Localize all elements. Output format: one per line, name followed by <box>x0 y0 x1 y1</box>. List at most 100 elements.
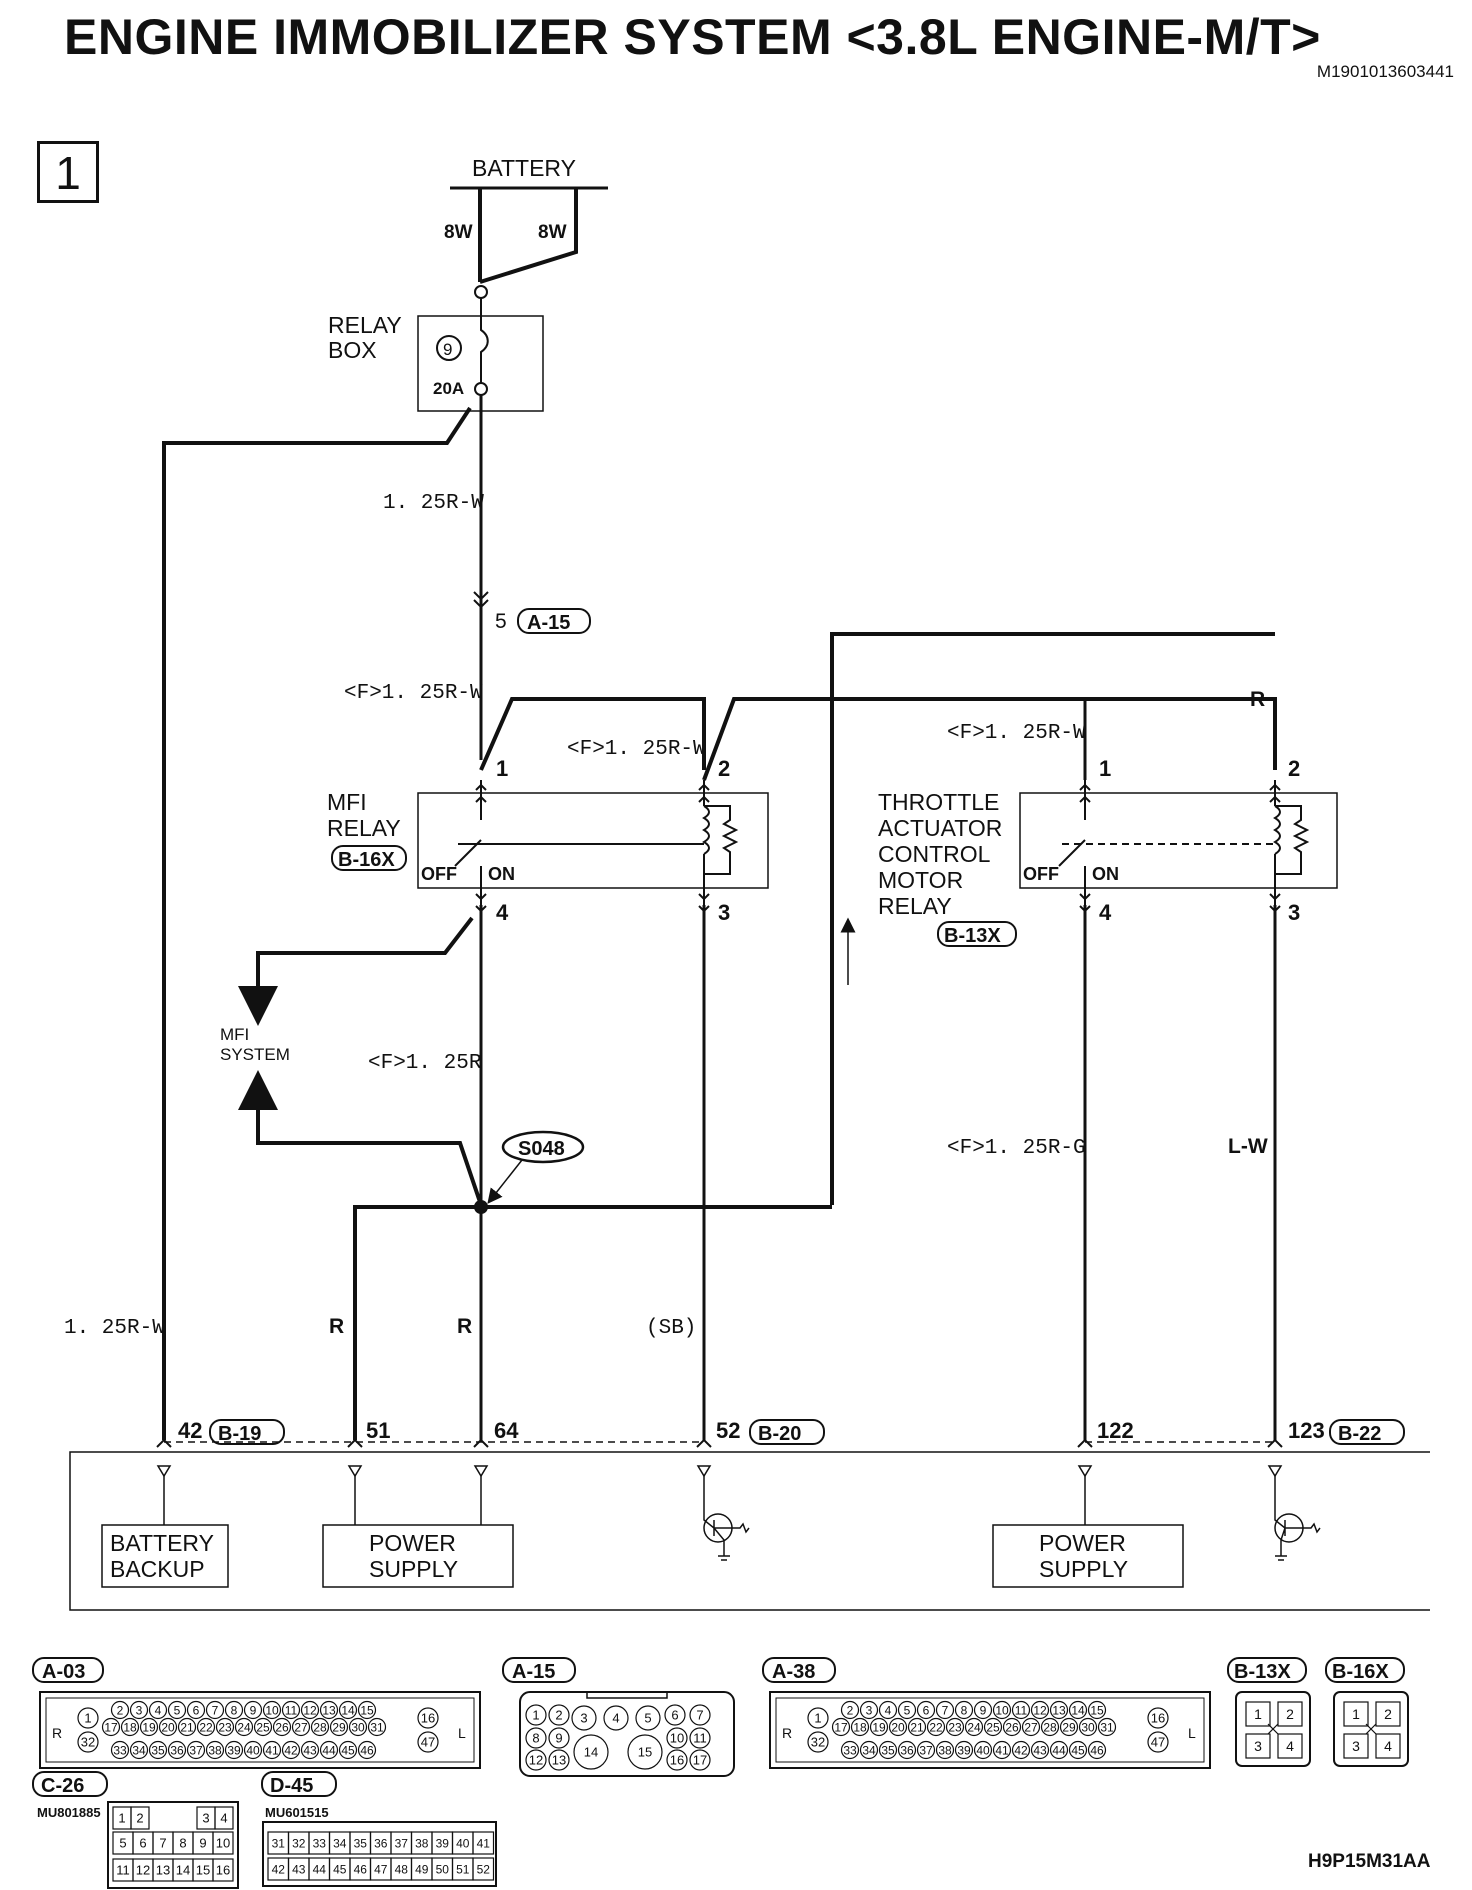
ecu-pin-hole <box>807 1731 829 1753</box>
ecu-pin-hole <box>291 1717 311 1737</box>
c26-pin-cell <box>212 1858 234 1882</box>
a15-pin-hole <box>664 1704 686 1726</box>
d45-pin-label: 37 <box>395 1836 409 1850</box>
relay-pin-label: 1 <box>1352 1706 1360 1722</box>
ecu-pin-label: 19 <box>872 1720 886 1734</box>
relay-box-label-2: BOX <box>328 337 377 363</box>
wire-tac-pin1-label: <F>1. 25R-W <box>947 722 1086 745</box>
ecu-block-battery-backup <box>101 1524 229 1588</box>
ecu-pin-label: 9 <box>250 1703 257 1717</box>
ecu-connector-b19-tag <box>209 1419 285 1445</box>
ecu-pin-hole <box>196 1717 216 1737</box>
ecu-pin-label: 47 <box>421 1735 435 1750</box>
ecu-pin-hole <box>177 1717 197 1737</box>
ecu-internal-leads <box>163 1476 1276 1525</box>
ecu-pin-label: 40 <box>246 1743 260 1757</box>
c26-pin-label: 6 <box>139 1836 146 1851</box>
ecu-pin-label: 9 <box>980 1703 987 1717</box>
ecu-pin-label: 42 <box>1014 1743 1028 1757</box>
a15-pin-label: 9 <box>555 1731 562 1746</box>
ecu-pin-hole <box>888 1717 908 1737</box>
ecu-pin-label: 8 <box>231 1703 238 1717</box>
wire-tac-out-label: <F>1. 25R-G <box>947 1137 1086 1160</box>
relay-key-mark <box>1365 1723 1377 1735</box>
ecu-pin-hole <box>224 1700 244 1720</box>
ecu-block-battery-backup-1: BATTERY <box>110 1530 214 1556</box>
ecu-pin-label: 27 <box>294 1720 308 1734</box>
splice-s048-pointer <box>487 1159 523 1204</box>
connector-view-c26-part: MU801885 <box>37 1805 101 1820</box>
ecu-pin-hole <box>859 1740 879 1760</box>
ecu-pin-label: 6 <box>193 1703 200 1717</box>
ecu-pin-hole <box>1011 1700 1031 1720</box>
ecu-pin-hole <box>1021 1717 1041 1737</box>
a15-pin-label: 7 <box>696 1708 703 1723</box>
ecu-pin-hole <box>1087 1700 1107 1720</box>
ecu-pin-hole <box>1011 1740 1031 1760</box>
ecu-pin-hole <box>129 1700 149 1720</box>
relay-pin-label: 2 <box>1384 1706 1392 1722</box>
a15-pin-hole <box>573 1734 609 1770</box>
ecu-pin-label: 10 <box>995 1703 1009 1717</box>
ecu-block-battery-backup-2: BACKUP <box>110 1556 205 1582</box>
relay-pin-cell <box>1375 1733 1401 1759</box>
ecu-pin-hole <box>954 1740 974 1760</box>
battery-feed-wire <box>478 188 578 284</box>
connector-a15-chevron <box>473 591 489 609</box>
mfi-relay-connector-tag <box>331 845 407 871</box>
connector-a15-name: A-15 <box>527 612 570 634</box>
ecu-pin-label: 7 <box>212 1703 219 1717</box>
ecu-pin-hole <box>300 1740 320 1760</box>
ecu-pin-label: 41 <box>265 1743 279 1757</box>
ecu-pin-label: 11 <box>1015 1703 1028 1717</box>
d45-pin-label: 36 <box>374 1836 388 1850</box>
fuse-number-circle <box>436 335 462 361</box>
ecu-pin-label: 32 <box>81 1735 95 1750</box>
mfi-relay-box <box>417 792 769 889</box>
ecu-pin-hole <box>129 1740 149 1760</box>
ecu-pin-hole <box>319 1700 339 1720</box>
ecu-pin-hole <box>367 1717 387 1737</box>
ecu-pin-hole <box>878 1740 898 1760</box>
tac-relay-pin3: 3 <box>1288 900 1300 925</box>
ecu-pin-label: 37 <box>189 1743 203 1757</box>
a15-pin-hole <box>571 1705 597 1731</box>
d45-pin-label: 45 <box>333 1862 347 1876</box>
tac-relay-label-1: THROTTLE <box>878 789 999 815</box>
ecu-pin-hole <box>319 1740 339 1760</box>
ecu-pin-hole <box>205 1700 225 1720</box>
ecu-pin-hole <box>148 1700 168 1720</box>
connector-view-a03-l: L <box>458 1725 466 1741</box>
mfi-relay-label-1: MFI <box>327 789 367 815</box>
ecu-pin-hole <box>1049 1700 1069 1720</box>
ecu-pin-label: 25 <box>256 1720 270 1734</box>
a15-pin-hole <box>689 1727 711 1749</box>
relay-pin-label: 4 <box>1286 1738 1294 1754</box>
splice-s048-tag <box>501 1130 585 1164</box>
c26-pin-label: 16 <box>216 1863 230 1878</box>
ecu-pin-label: 18 <box>853 1720 867 1734</box>
ecu-pin-label: 24 <box>967 1720 981 1734</box>
ecu-terminal-122: 122 <box>1097 1418 1134 1443</box>
ecu-pin-label: 5 <box>174 1703 181 1717</box>
mfi-relay-pin4: 4 <box>496 900 509 925</box>
ecu-pin-label: 33 <box>843 1743 857 1757</box>
mfi-system-label-1: MFI <box>220 1025 249 1044</box>
ecu-pin-hole <box>1097 1717 1117 1737</box>
a15-pin-hole <box>627 1734 663 1770</box>
d45-pin-label: 48 <box>395 1862 409 1876</box>
ecu-pin-label: 34 <box>132 1743 146 1757</box>
d45-pin-label: 49 <box>415 1862 429 1876</box>
ecu-pin-hole <box>262 1740 282 1760</box>
ecu-pin-hole <box>338 1740 358 1760</box>
ecu-pin-label: 16 <box>421 1711 435 1726</box>
relay-pin-cell <box>1245 1733 1271 1759</box>
relay-key-mark <box>1267 1723 1279 1735</box>
ecu-connector-b22-tag <box>1329 1419 1405 1445</box>
tac-relay-pin4: 4 <box>1099 900 1112 925</box>
c26-pin-label: 10 <box>216 1836 230 1851</box>
ecu-pin-label: 15 <box>360 1703 374 1717</box>
relay-pin-label: 1 <box>1254 1706 1262 1722</box>
